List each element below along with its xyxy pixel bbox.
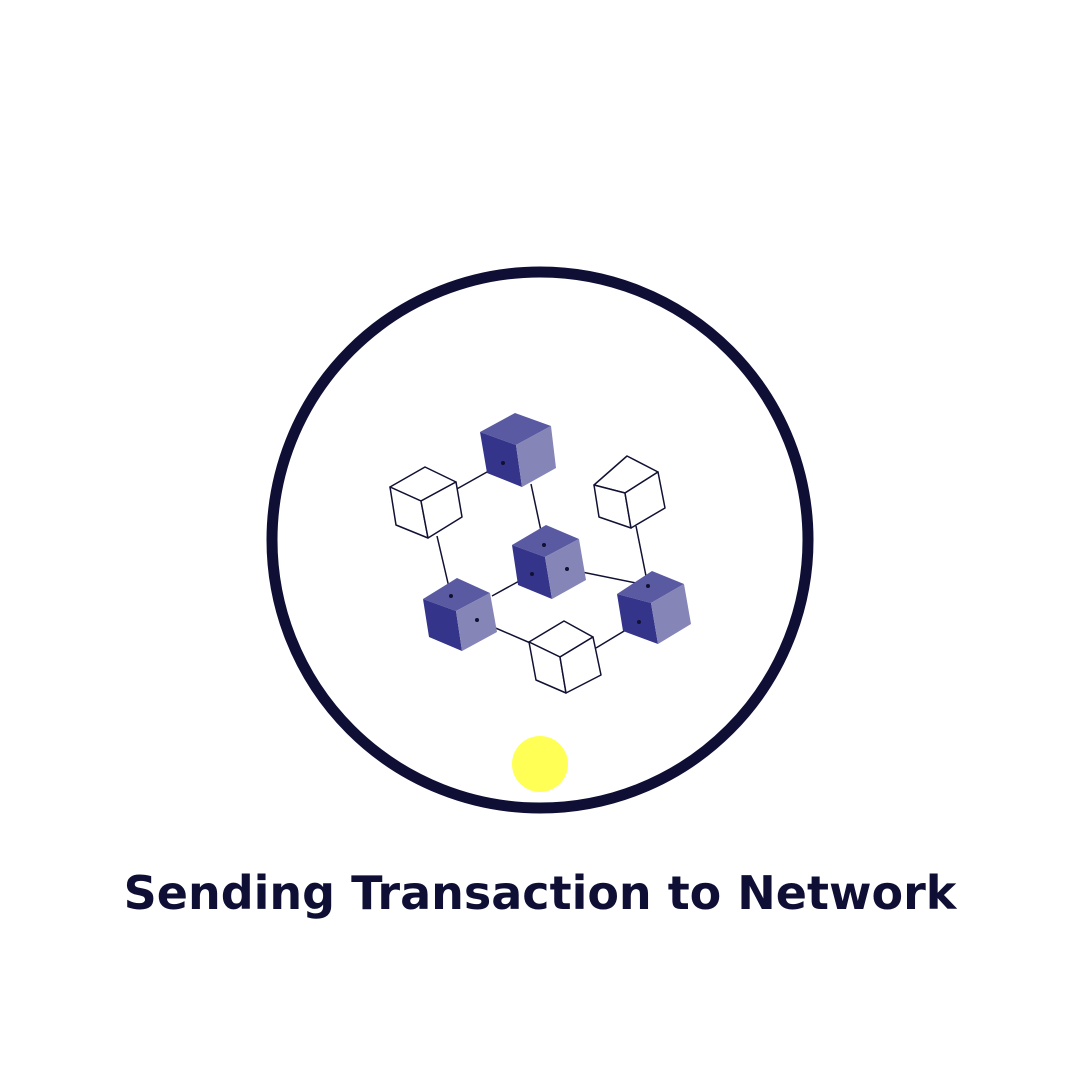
block-cube-filled [480, 413, 556, 487]
status-ring [266, 266, 814, 814]
block-cube-filled [423, 578, 497, 651]
status-message: Sending Transaction to Network [123, 866, 957, 920]
block-cube-outline [528, 620, 602, 694]
blockchain-network-icon [389, 413, 691, 694]
block-cube-outline [389, 466, 463, 539]
progress-indicator-dot [512, 736, 568, 792]
block-cube-filled [617, 571, 691, 644]
block-cube-filled [512, 525, 586, 599]
block-cube-outline [593, 455, 666, 529]
